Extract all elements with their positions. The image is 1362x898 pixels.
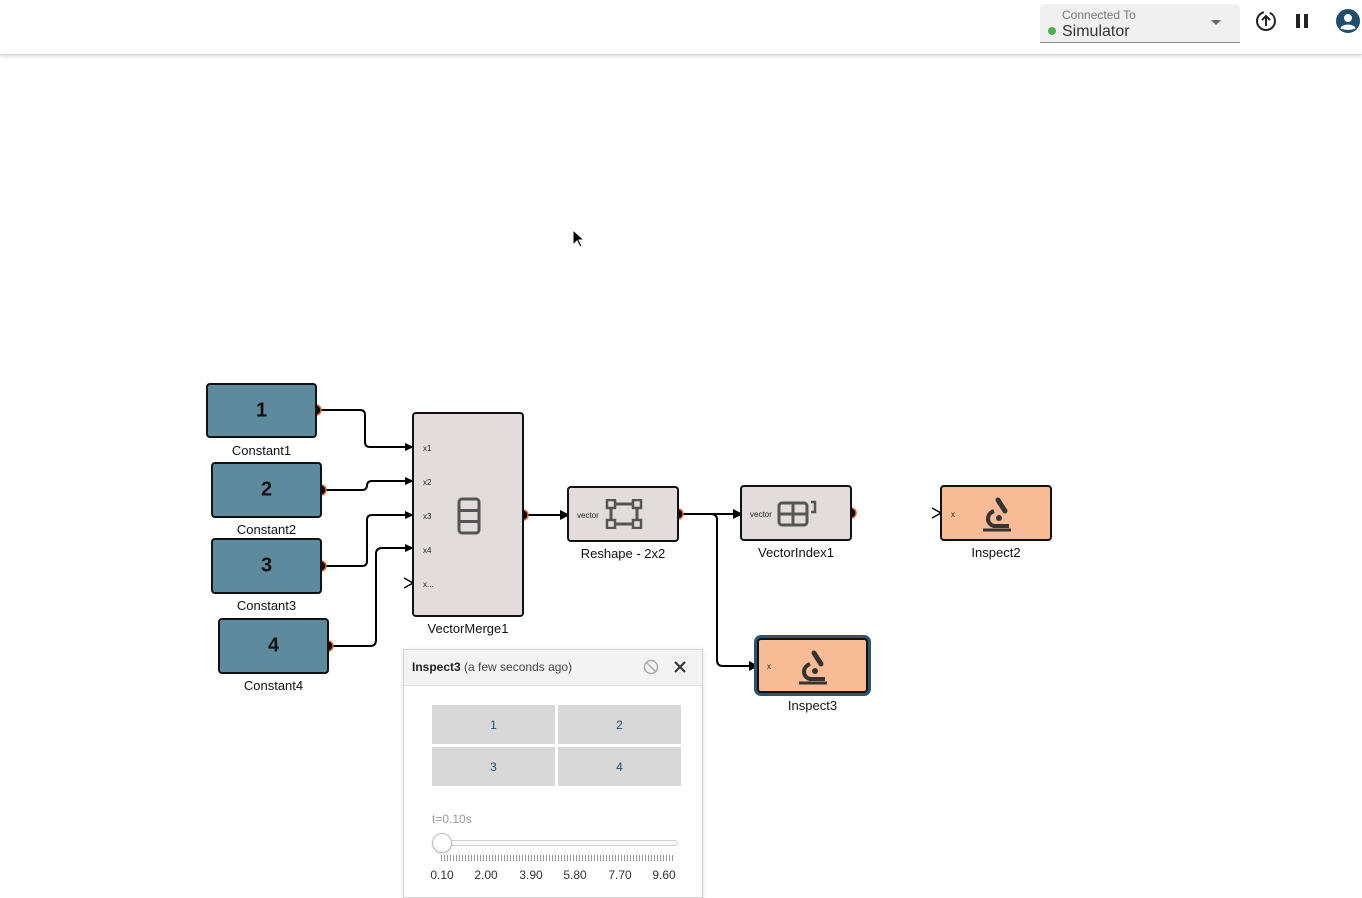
chevron-down-icon: [1211, 20, 1221, 25]
port-label-x1: x1: [423, 444, 432, 453]
close-icon[interactable]: [672, 659, 688, 675]
matrix-cell: 4: [558, 747, 681, 786]
vectormerge-label: VectorMerge1: [427, 621, 509, 636]
reshape-label: Reshape - 2x2: [580, 546, 666, 561]
inspect3-label: Inspect3: [787, 698, 838, 713]
port-label-vector: vector: [577, 511, 599, 520]
constant4-label: Constant4: [243, 678, 304, 693]
stack-icon: [457, 497, 481, 535]
port-label-xn: x...: [423, 580, 434, 589]
vectorindex-label: VectorIndex1: [758, 545, 834, 560]
constant3-label: Constant3: [236, 598, 297, 613]
constant1-label: Constant1: [231, 443, 292, 458]
port-label-x-inspect3: x: [767, 662, 771, 671]
microscope-icon: [983, 497, 1011, 532]
constant1-block[interactable]: 1: [206, 383, 317, 438]
mouse-cursor-icon: [572, 229, 586, 248]
reshape-block[interactable]: vector: [567, 486, 679, 542]
port-label-x3: x3: [423, 512, 432, 521]
connection-status-dot: [1048, 27, 1056, 35]
constant2-label: Constant2: [236, 522, 297, 537]
inspect-panel-title: Inspect3: [412, 660, 461, 674]
inspect-panel-timestamp: (a few seconds ago): [464, 660, 573, 674]
connection-value: Simulator: [1062, 23, 1130, 40]
top-bar: Connected To Simulator: [0, 0, 1362, 55]
slider-tick-label: 0.10: [430, 868, 454, 882]
time-label: t=0.10s: [432, 812, 472, 826]
port-label-x2: x2: [423, 478, 432, 487]
constant3-block[interactable]: 3: [211, 538, 322, 594]
matrix-cell: 2: [558, 705, 681, 744]
time-slider-thumb[interactable]: [432, 833, 452, 853]
upload-icon[interactable]: [1253, 8, 1279, 34]
constant4-block[interactable]: 4: [218, 618, 329, 674]
constant2-block[interactable]: 2: [211, 462, 322, 518]
constant4-value: 4: [267, 634, 280, 657]
inspect-panel-header: Inspect3 (a few seconds ago): [404, 650, 702, 686]
inspect3-block[interactable]: x: [757, 638, 868, 693]
slider-tick-marks: [441, 855, 675, 861]
slider-tick-label: 3.90: [519, 868, 543, 882]
constant1-value: 1: [255, 399, 268, 421]
inspect2-label: Inspect2: [971, 545, 1021, 560]
connection-label: Connected To: [1062, 8, 1136, 22]
connection-select[interactable]: Connected To Simulator: [1040, 4, 1240, 43]
reshape-icon: [605, 499, 643, 529]
microscope-icon: [799, 650, 827, 685]
constant2-value: 2: [260, 478, 273, 501]
port-label-vector-index: vector: [750, 510, 772, 519]
account-icon[interactable]: [1335, 8, 1361, 34]
vectorindex-block[interactable]: vector: [740, 485, 852, 541]
slider-tick-label: 7.70: [608, 868, 632, 882]
matrix-cell: 1: [432, 705, 555, 744]
clear-icon[interactable]: [643, 659, 659, 675]
slider-tick-label: 5.80: [563, 868, 587, 882]
matrix-cell: 3: [432, 747, 555, 786]
pause-icon[interactable]: [1289, 8, 1315, 34]
inspect-panel: Inspect3 (a few seconds ago) 1 2 3 4 t=0…: [403, 649, 703, 898]
slider-tick-label: 9.60: [652, 868, 676, 882]
constant3-value: 3: [260, 554, 273, 577]
port-label-x: x: [951, 510, 955, 519]
slider-tick-label: 2.00: [474, 868, 498, 882]
time-slider-track[interactable]: [442, 840, 678, 846]
port-label-x4: x4: [423, 546, 432, 555]
inspect2-block[interactable]: x: [940, 485, 1052, 541]
vectormerge-block[interactable]: x1 x2 x3 x4 x...: [412, 412, 524, 617]
vector-index-icon: [777, 500, 817, 527]
